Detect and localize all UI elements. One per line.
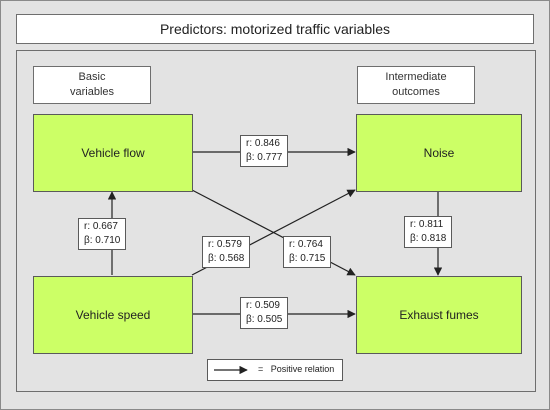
diagram-title: Predictors: motorized traffic variables — [16, 14, 534, 44]
label-noise-exhaust-r: r: 0.811 — [410, 219, 444, 230]
legend-arrow-icon — [214, 365, 248, 375]
label-speed-noise-r: r: 0.579 — [208, 239, 242, 250]
node-noise: Noise — [356, 114, 522, 192]
label-speed-noise: r: 0.579 β: 0.568 — [202, 236, 251, 268]
label-speed-flow-b: β: 0.710 — [84, 235, 121, 246]
legend-label: Positive relation — [270, 364, 335, 374]
label-noise-exhaust: r: 0.811 β: 0.818 — [404, 216, 453, 248]
node-exhaust-fumes: Exhaust fumes — [356, 276, 522, 354]
label-speed-exhaust-b: β: 0.505 — [246, 314, 283, 325]
label-flow-exhaust-r: r: 0.764 — [289, 239, 323, 250]
label-speed-exhaust: r: 0.509 β: 0.505 — [240, 297, 289, 329]
label-flow-noise: r: 0.846 β: 0.777 — [240, 135, 289, 167]
node-vehicle-flow: Vehicle flow — [33, 114, 193, 192]
legend: = Positive relation — [207, 359, 343, 381]
node-vehicle-speed: Vehicle speed — [33, 276, 193, 354]
label-speed-flow-r: r: 0.667 — [84, 221, 118, 232]
label-flow-noise-r: r: 0.846 — [246, 138, 280, 149]
label-noise-exhaust-b: β: 0.818 — [410, 233, 447, 244]
legend-text: = Positive relation — [258, 364, 334, 374]
legend-symbol: = — [258, 364, 264, 374]
label-speed-flow: r: 0.667 β: 0.710 — [78, 218, 127, 250]
label-flow-exhaust-b: β: 0.715 — [289, 253, 326, 264]
label-flow-noise-b: β: 0.777 — [246, 152, 283, 163]
header-intermediate-outcomes: Intermediate outcomes — [357, 66, 475, 104]
header-basic-variables: Basic variables — [33, 66, 151, 104]
label-flow-exhaust: r: 0.764 β: 0.715 — [283, 236, 332, 268]
label-speed-noise-b: β: 0.568 — [208, 253, 245, 264]
label-speed-exhaust-r: r: 0.509 — [246, 300, 280, 311]
